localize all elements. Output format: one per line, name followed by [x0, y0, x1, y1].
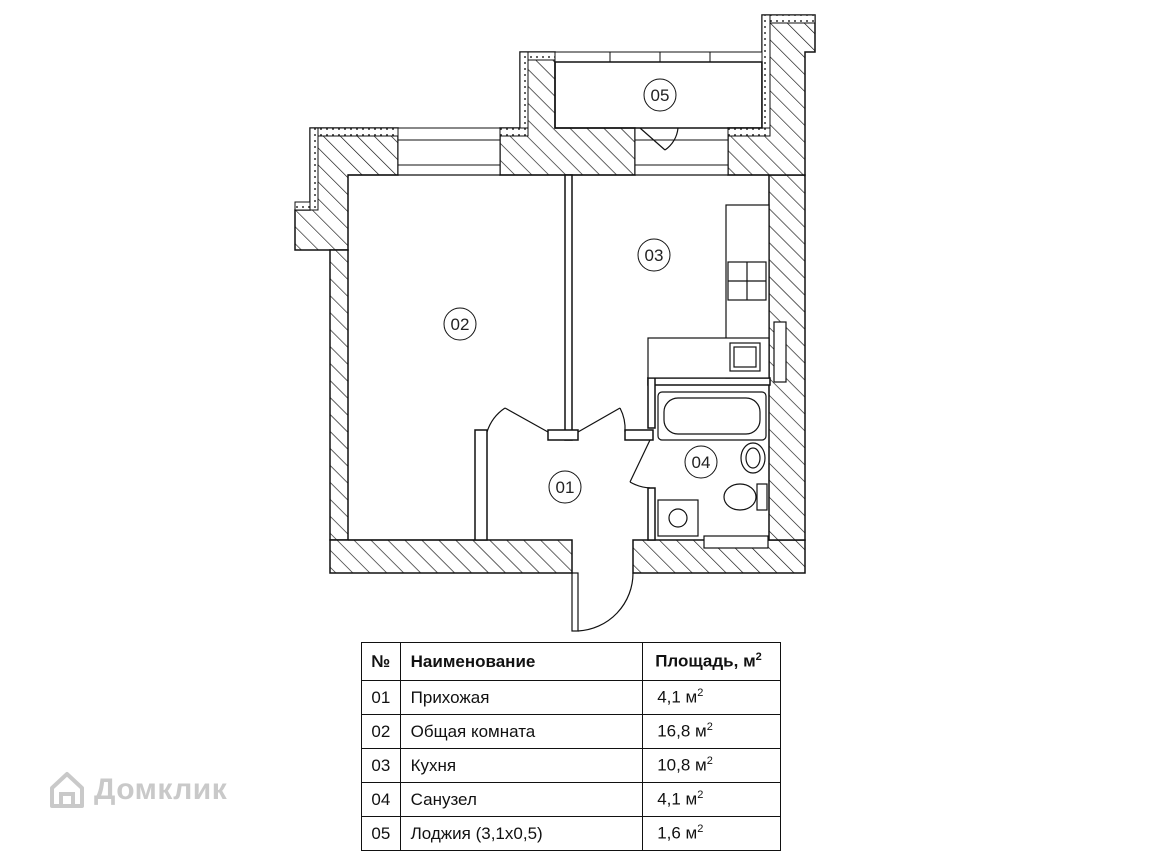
table-row: 05 Лоджия (3,1х0,5) 1,6 м2: [361, 816, 781, 851]
exterior-walls: [294, 14, 816, 574]
room-label-03: 03: [637, 238, 671, 272]
svg-text:05: 05: [651, 86, 670, 105]
riser: [773, 321, 787, 383]
toilet: [723, 483, 757, 511]
svg-text:03: 03: [645, 246, 664, 265]
watermark: Домклик: [48, 770, 227, 810]
wall-left: [329, 249, 349, 541]
table-row: 03 Кухня 10,8 м2: [361, 748, 781, 783]
kitchen-fixtures: [647, 204, 787, 383]
table-row: 01 Прихожая 4,1 м2: [361, 680, 781, 715]
room-label-01: 01: [548, 470, 582, 504]
room-labels: 05 03 02 04 01: [443, 78, 718, 504]
svg-text:02: 02: [451, 315, 470, 334]
table-row: 02 Общая комната 16,8 м2: [361, 714, 781, 749]
bathroom-fixtures: [657, 391, 769, 549]
header-number: №: [361, 642, 401, 681]
doors: [486, 127, 679, 632]
header-area: Площадь, м2: [642, 642, 781, 681]
wall-top-right: [727, 14, 816, 176]
floor-plan: 05 03 02 04 01: [294, 14, 816, 632]
insulation-strips: [294, 14, 816, 211]
rooms-table: № Наименование Площадь, м2 01 Прихожая 4…: [361, 642, 781, 851]
watermark-text: Домклик: [94, 773, 228, 806]
windows: [397, 51, 763, 176]
room-outlines: [348, 174, 769, 541]
wall-bottom-left: [329, 539, 573, 574]
header-name: Наименование: [399, 642, 644, 681]
room-label-02: 02: [443, 307, 477, 341]
room-label-05: 05: [643, 78, 677, 112]
table-row: 04 Санузел 4,1 м2: [361, 782, 781, 817]
svg-text:04: 04: [692, 453, 711, 472]
table-header-row: № Наименование Площадь, м2: [361, 642, 781, 681]
svg-text:01: 01: [556, 478, 575, 497]
toilet-tank: [756, 483, 768, 511]
house-logo-icon: [50, 772, 84, 808]
loggia: [554, 61, 763, 129]
room-label-04: 04: [684, 445, 718, 479]
